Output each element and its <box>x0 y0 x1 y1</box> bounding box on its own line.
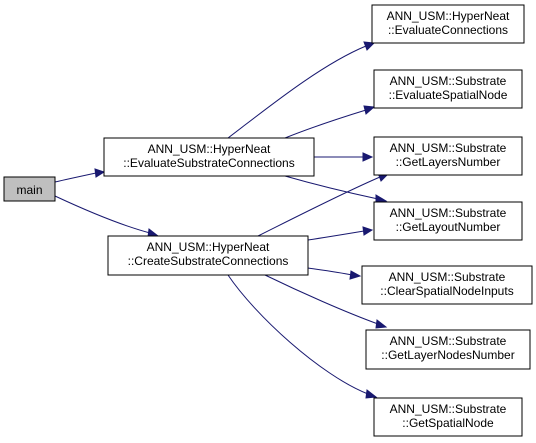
node-get-layer-nodes-number[interactable]: ANN_USM::Substrate ::GetLayerNodesNumber <box>365 329 531 370</box>
node-create-substrate-connections[interactable]: ANN_USM::HyperNeat ::CreateSubstrateConn… <box>107 235 309 276</box>
node-label-line-1: ANN_USM::HyperNeat <box>148 142 271 156</box>
node-label-line-2: ::GetSpatialNode <box>402 416 494 430</box>
node-label-line-2: ::ClearSpatialNodeInputs <box>380 284 513 298</box>
node-label-line-2: ::CreateSubstrateConnections <box>128 254 289 268</box>
node-get-layout-number[interactable]: ANN_USM::Substrate ::GetLayoutNumber <box>373 201 523 241</box>
node-label-line-1: ANN_USM::HyperNeat <box>387 9 510 23</box>
edge-evaluate-to-get-layers-number <box>314 152 374 162</box>
node-label-line-2: ::GetLayerNodesNumber <box>381 348 514 362</box>
node-label-line-2: ::EvaluateConnections <box>388 23 508 37</box>
edge-create-to-get-spatial-node <box>227 274 378 399</box>
node-get-spatial-node[interactable]: ANN_USM::Substrate ::GetSpatialNode <box>373 397 523 437</box>
node-label-line-2: ::EvaluateSubstrateConnections <box>123 156 294 170</box>
node-evaluate-connections[interactable]: ANN_USM::HyperNeat ::EvaluateConnections <box>371 4 525 44</box>
edge-evaluate-to-get-layout-number <box>284 175 388 204</box>
edge-evaluate-to-evaluate-spatial-node <box>284 105 376 139</box>
edge-main-to-evaluate-substrate-connections <box>54 168 106 183</box>
node-label-line-2: ::GetLayersNumber <box>396 155 501 169</box>
edge-create-to-clear-spatial-node-inputs <box>307 267 362 280</box>
node-get-layers-number[interactable]: ANN_USM::Substrate ::GetLayersNumber <box>373 136 523 176</box>
edge-main-to-create-substrate-connections <box>54 195 160 238</box>
node-label-line-1: ANN_USM::Substrate <box>390 141 507 155</box>
node-label-line-2: ::GetLayoutNumber <box>396 220 501 234</box>
node-evaluate-spatial-node[interactable]: ANN_USM::Substrate ::EvaluateSpatialNode <box>373 69 523 109</box>
node-label-line-1: ANN_USM::Substrate <box>390 206 507 220</box>
node-main[interactable]: main <box>3 176 56 202</box>
node-label-line-1: ANN_USM::Substrate <box>390 74 507 88</box>
node-label-line-2: ::EvaluateSpatialNode <box>389 88 508 102</box>
node-label-line-1: ANN_USM::Substrate <box>390 334 507 348</box>
node-label-line-1: ANN_USM::Substrate <box>390 402 507 416</box>
edge-create-to-get-layers-number <box>257 172 390 237</box>
node-label-line-1: ANN_USM::Substrate <box>389 270 506 284</box>
edge-create-to-get-layout-number <box>307 226 374 241</box>
edge-evaluate-to-evaluate-connections <box>227 41 376 139</box>
edge-create-to-get-layer-nodes-number <box>264 274 388 329</box>
node-label-line-1: ANN_USM::HyperNeat <box>147 240 270 254</box>
node-main-label: main <box>16 183 42 197</box>
node-evaluate-substrate-connections[interactable]: ANN_USM::HyperNeat ::EvaluateSubstrateCo… <box>103 137 315 177</box>
node-clear-spatial-node-inputs[interactable]: ANN_USM::Substrate ::ClearSpatialNodeInp… <box>361 265 533 305</box>
